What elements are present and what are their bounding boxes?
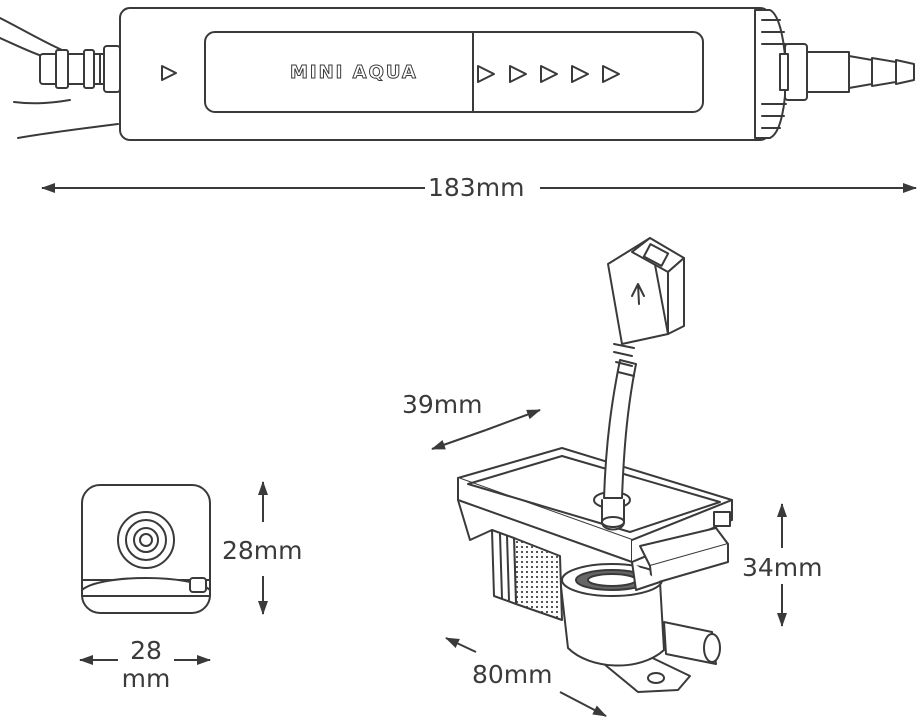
brand-label: MINI AQUA <box>290 62 418 83</box>
flow-arrows-icon <box>478 66 619 82</box>
perspective-length-label: 80mm <box>472 660 553 689</box>
end-width-value: 28 <box>130 636 162 665</box>
power-cable <box>604 360 636 498</box>
pump-perspective-view <box>458 238 732 692</box>
depth-label: 39mm <box>402 390 483 419</box>
outlet-connector <box>807 52 914 92</box>
length-label: 183mm <box>428 173 525 202</box>
end-cap <box>755 10 807 138</box>
depth-dimension-arrow <box>431 410 541 449</box>
length-perspective-arrow <box>445 638 607 716</box>
label-panel <box>205 32 703 112</box>
flow-arrow-icon <box>162 66 176 80</box>
pump-end-view <box>82 485 210 613</box>
arrow-up-icon <box>632 284 644 304</box>
filter-grill <box>514 538 562 620</box>
end-width-label: 28 mm <box>116 637 176 693</box>
height-label: 34mm <box>742 553 823 582</box>
end-height-label: 28mm <box>222 536 303 565</box>
pump-top-view <box>0 8 914 140</box>
inlet-connector <box>40 46 120 92</box>
end-width-unit: mm <box>121 664 171 693</box>
